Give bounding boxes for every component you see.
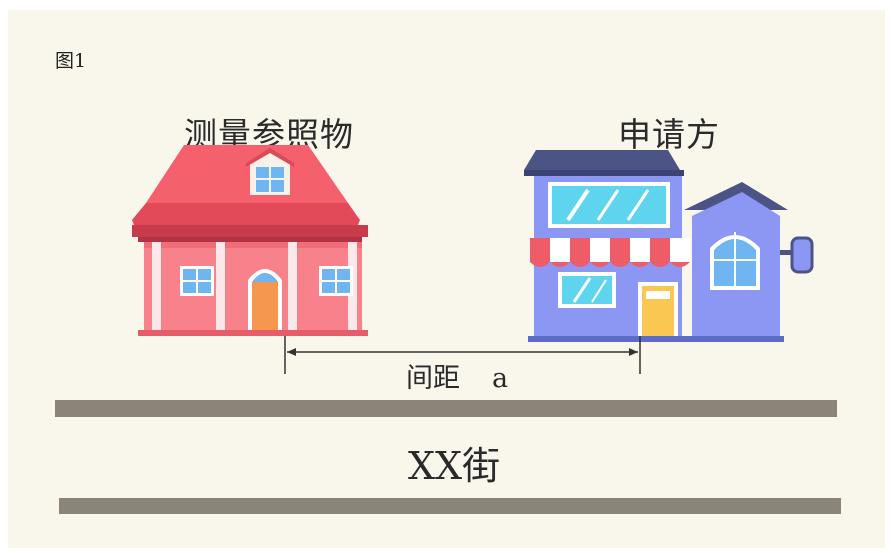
diagram-canvas: 图1 测量参照物 申请方: [8, 10, 885, 548]
awning: [530, 238, 690, 267]
road-edge-bottom: [59, 498, 841, 514]
distance-text: 间距: [406, 363, 460, 394]
road-edge-top: [55, 400, 837, 417]
arrow-left-icon: [287, 348, 296, 356]
figure-label: 图1: [55, 50, 87, 72]
pillar: [216, 242, 225, 334]
street-name: XX街: [408, 444, 501, 488]
pillar: [152, 242, 161, 334]
arrow-right-icon: [629, 348, 638, 356]
distance-indicator: [284, 336, 641, 374]
diagram-illustration: [132, 145, 814, 374]
house-upper-roof: [146, 145, 348, 203]
reference-house: [132, 145, 368, 336]
applicant-building-caption: 申请方: [618, 115, 720, 154]
pillar: [288, 242, 297, 334]
distance-variable: a: [492, 363, 509, 394]
distance-label: 间距 a: [406, 356, 508, 395]
applicant-shop: [524, 150, 814, 342]
hanging-sign: [790, 236, 814, 274]
door: [252, 273, 278, 334]
shop-roof: [524, 150, 680, 170]
house-lower-roof: [132, 203, 360, 225]
